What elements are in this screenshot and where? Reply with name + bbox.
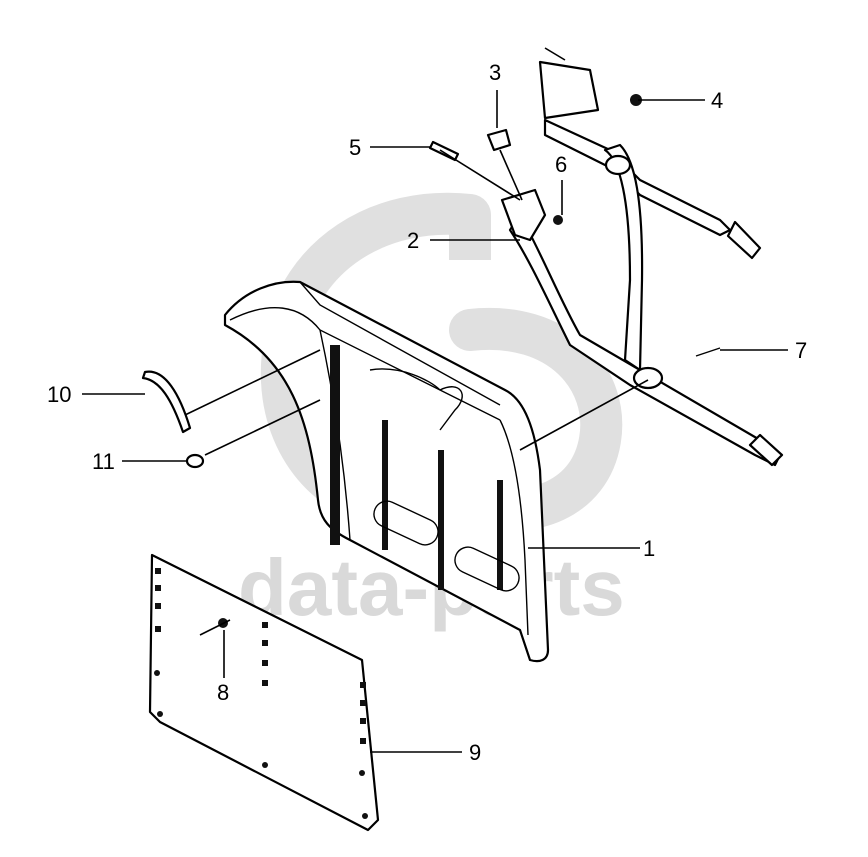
callout-1: 1 [643, 536, 655, 561]
callout-11: 11 [92, 449, 115, 474]
part-4-nut [630, 94, 642, 106]
callout-7: 7 [795, 338, 807, 363]
part-5-bolt [428, 140, 460, 162]
part-6-nut [553, 215, 563, 225]
part-frame [500, 60, 784, 467]
callout-6: 6 [555, 152, 567, 177]
callout-10: 10 [47, 382, 71, 407]
callout-9: 9 [469, 740, 481, 765]
callout-5: 5 [349, 135, 361, 160]
callout-2: 2 [407, 228, 419, 253]
part-1-shell [223, 280, 550, 663]
part-11-clip [185, 453, 205, 469]
part-7-pin [695, 347, 721, 357]
callout-3: 3 [489, 60, 501, 85]
callout-8: 8 [217, 680, 229, 705]
part-10-trim [141, 370, 192, 434]
leader-lines [82, 47, 788, 753]
part-9-plate [148, 553, 380, 832]
part-3-cap [486, 128, 512, 152]
callout-4: 4 [711, 88, 723, 113]
